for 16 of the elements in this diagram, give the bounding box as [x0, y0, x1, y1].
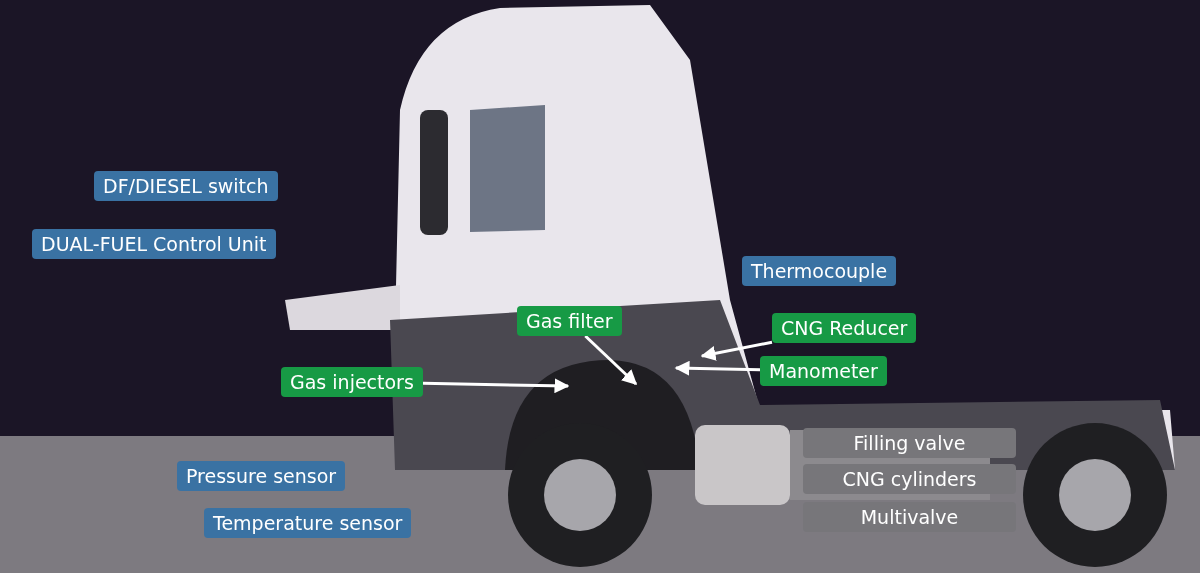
- sensor-label: Pressure sensor: [177, 461, 346, 491]
- part-label: Gas filter: [517, 306, 622, 336]
- leader-arrow: [422, 378, 570, 394]
- part-label: Multivalve: [803, 502, 1016, 532]
- sensor-label: Temperature sensor: [204, 508, 412, 538]
- part-label: Gas injectors: [281, 367, 423, 397]
- part-label: Filling valve: [803, 428, 1016, 458]
- control-unit-label: DUAL-FUEL Control Unit: [32, 229, 276, 259]
- part-label: Thermocouple: [742, 256, 897, 286]
- part-label: Manometer: [760, 356, 887, 386]
- leader-arrow: [674, 360, 761, 376]
- leader-arrow: [700, 340, 773, 361]
- switch-label: DF/DIESEL switch: [94, 171, 278, 201]
- part-label: CNG Reducer: [772, 313, 917, 343]
- leader-arrow: [584, 334, 638, 386]
- part-label: CNG cylinders: [803, 464, 1016, 494]
